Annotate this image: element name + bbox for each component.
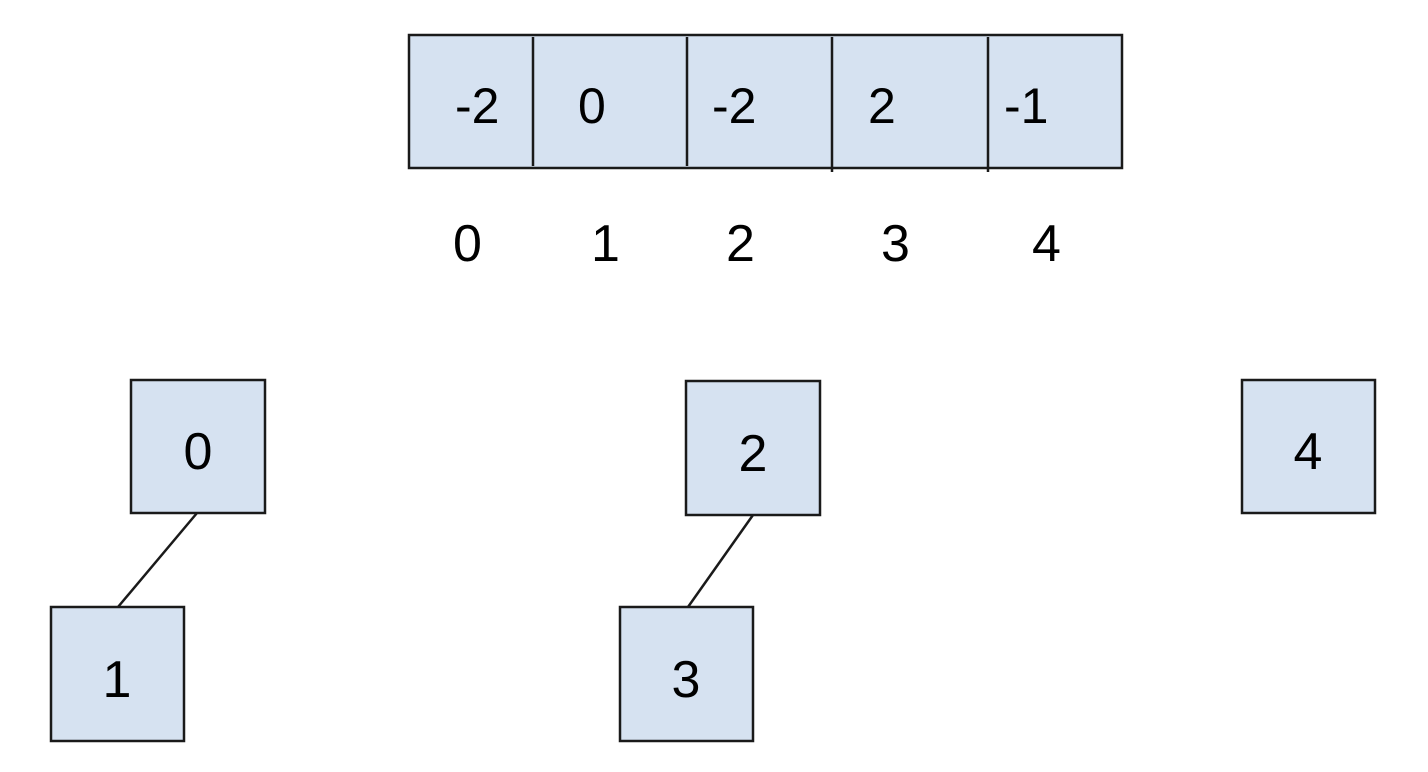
node-label: 2 <box>739 425 768 483</box>
array-cell-value-3: 2 <box>868 78 896 134</box>
tree-node-0: 0 <box>129 378 267 515</box>
array-background <box>407 33 1124 170</box>
node-box <box>618 605 755 743</box>
tree-edges <box>117 512 755 608</box>
array-index-labels: 0 1 2 3 4 <box>453 215 1061 273</box>
array-cell-value-4: -1 <box>1004 78 1048 134</box>
array-cell-value-1: 0 <box>578 78 606 134</box>
array-cell-value-0: -2 <box>455 78 499 134</box>
node-label: 1 <box>103 651 132 709</box>
array-index-0: 0 <box>453 215 482 273</box>
node-label: 3 <box>672 651 701 709</box>
node-box <box>1240 378 1377 515</box>
node-box <box>49 605 186 743</box>
tree-node-3: 3 <box>618 605 755 743</box>
tree-node-1: 1 <box>49 605 186 743</box>
array-index-1: 1 <box>591 215 620 273</box>
array-cell-value-2: -2 <box>712 78 756 134</box>
node-box <box>129 378 267 515</box>
edge-2-3 <box>686 514 755 608</box>
parent-array: -2 0 -2 2 -1 <box>407 33 1124 172</box>
tree-node-4: 4 <box>1240 378 1377 515</box>
node-label: 4 <box>1294 423 1323 481</box>
node-box <box>684 379 822 517</box>
tree-node-2: 2 <box>684 379 822 517</box>
array-index-4: 4 <box>1032 215 1061 273</box>
array-index-3: 3 <box>881 215 910 273</box>
array-index-2: 2 <box>726 215 755 273</box>
edge-0-1 <box>117 512 198 608</box>
node-label: 0 <box>184 423 213 481</box>
